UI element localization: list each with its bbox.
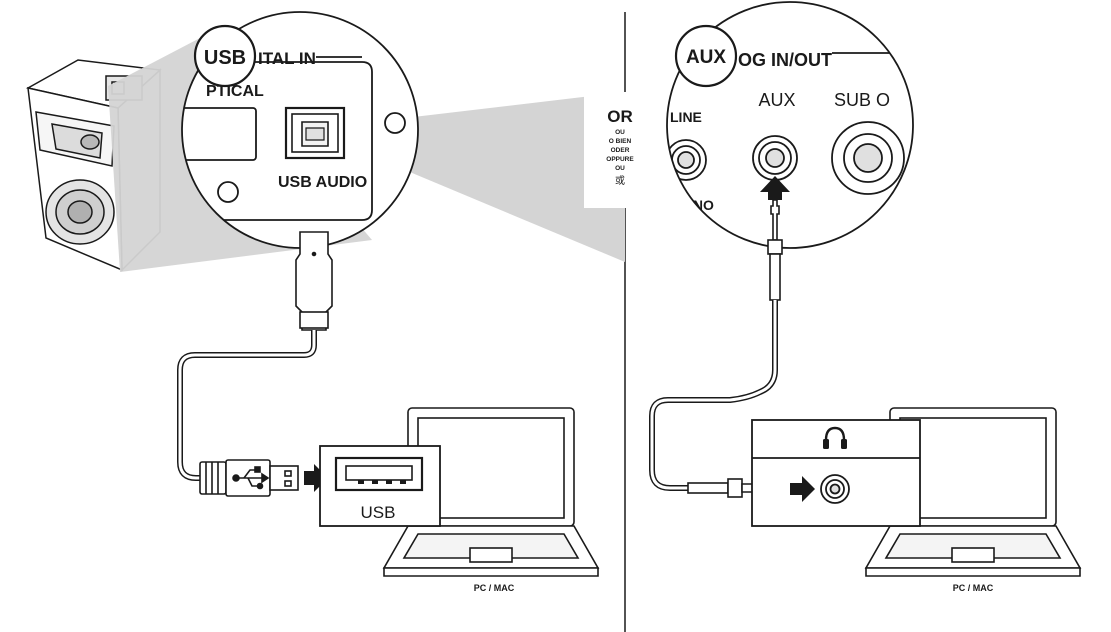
arrow-up-icon	[760, 176, 790, 200]
headphone-port-panel	[751, 419, 921, 527]
aux-badge-label: AUX	[686, 47, 726, 68]
computer-label-right: PC / MAC	[953, 583, 994, 593]
mono-partial-label: ONO	[682, 197, 714, 213]
usb-panel-header: ITAL IN	[258, 49, 316, 68]
usb-audio-label: USB AUDIO	[278, 174, 367, 191]
usb-port-label: USB	[361, 503, 396, 522]
usb-badge-label: USB	[204, 47, 246, 69]
line-label: LINE	[670, 109, 702, 125]
zoom-beam-usb	[405, 92, 625, 262]
or-box: OR OU O BIEN ODER OPPURE OU 或	[584, 92, 656, 208]
or-translation-fr2: OU	[615, 165, 625, 172]
usb-port-panel: USB	[319, 445, 441, 527]
or-translation-fr: OU	[615, 129, 625, 136]
computer-label-left: PC / MAC	[474, 583, 515, 593]
laptop-right	[864, 407, 1082, 577]
aux-jack-label: AUX	[758, 90, 795, 110]
aux-cable	[649, 199, 783, 498]
usb-symbol-icon	[232, 466, 270, 490]
or-translation-de: ODER	[611, 147, 630, 154]
aux-panel-header: OG IN/OUT	[738, 50, 832, 70]
usb-cable	[177, 231, 333, 497]
aux-badge: AUX	[674, 24, 738, 88]
or-translation-zh: 或	[615, 175, 625, 187]
laptop-left	[382, 407, 600, 577]
or-translation-it: OPPURE	[606, 156, 634, 163]
sub-out-partial-label: SUB O	[834, 90, 890, 110]
arrow-right-icon-aux	[790, 476, 815, 502]
or-label: OR	[607, 107, 633, 126]
usb-badge: USB	[193, 24, 257, 88]
or-translation-es: O BIEN	[609, 138, 632, 145]
headphones-icon	[823, 426, 847, 449]
arrow-right-icon	[304, 464, 328, 492]
optical-partial-label: PTICAL	[206, 83, 264, 100]
